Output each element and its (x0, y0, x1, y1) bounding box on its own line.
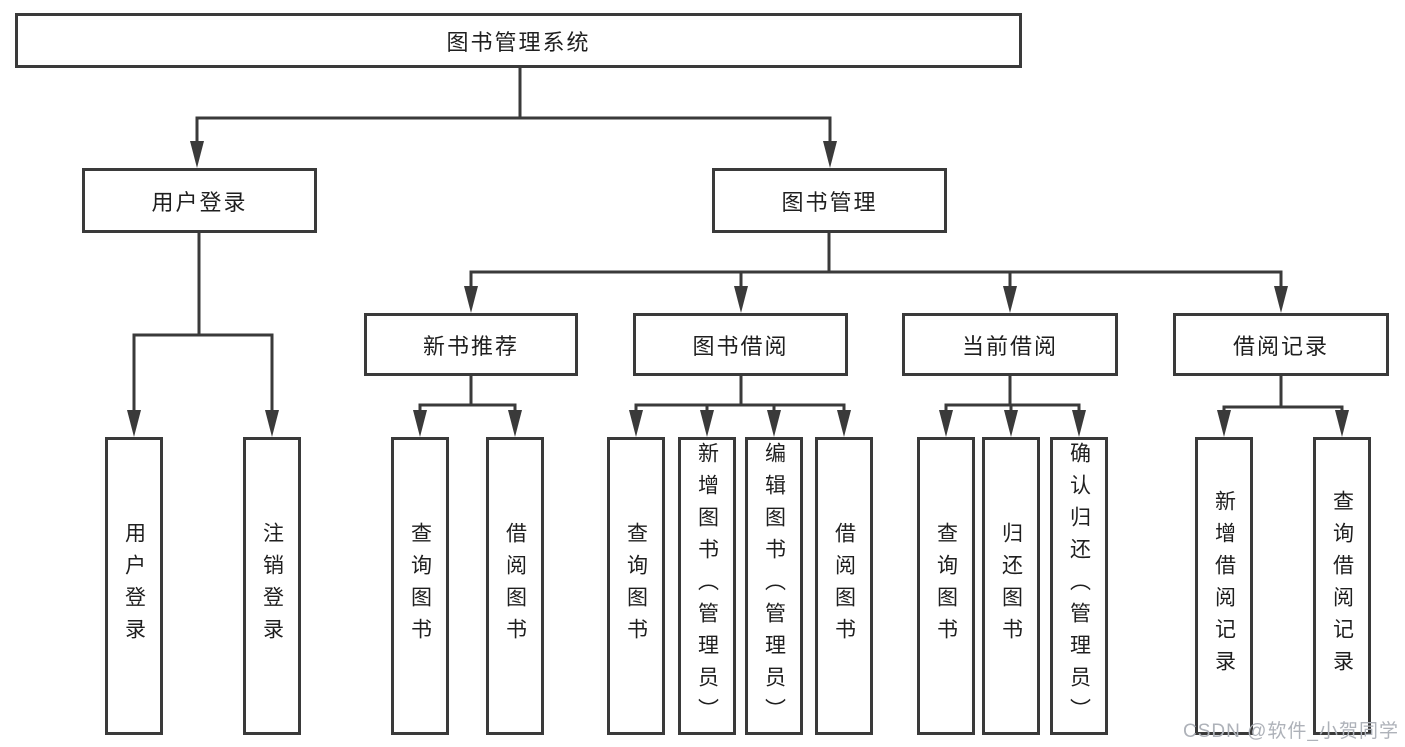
node-user-login: 用户登录 (82, 168, 317, 233)
arrow-down-icon (1335, 410, 1349, 437)
arrow-down-icon (127, 410, 141, 437)
arrow-down-icon (413, 410, 427, 437)
leaf-user-login: 用户登录 (105, 437, 163, 735)
leaf-query-borrow-record: 查询借阅记录 (1313, 437, 1371, 735)
node-label: 注销登录 (260, 522, 284, 650)
leaf-edit-book-admin: 编辑图书（管理员） (745, 437, 803, 735)
node-label: 新增借阅记录 (1212, 490, 1236, 682)
leaf-query-books-3: 查询图书 (917, 437, 975, 735)
node-book-borrow: 图书借阅 (633, 313, 848, 376)
arrow-down-icon (508, 410, 522, 437)
leaf-query-books-2: 查询图书 (607, 437, 665, 735)
arrow-down-icon (1217, 410, 1231, 437)
leaf-return-book: 归还图书 (982, 437, 1040, 735)
arrow-down-icon (767, 410, 781, 437)
node-label: 新书推荐 (422, 333, 519, 359)
node-label: 确认归还（管理员） (1067, 442, 1091, 730)
node-label: 图书管理系统 (446, 29, 591, 55)
arrow-down-icon (700, 410, 714, 437)
node-label: 借阅记录 (1232, 333, 1329, 359)
arrow-down-icon (190, 141, 204, 168)
node-label: 查询图书 (408, 522, 432, 650)
node-borrow-records: 借阅记录 (1173, 313, 1389, 376)
arrowheads (127, 141, 1349, 437)
arrow-down-icon (734, 286, 748, 313)
node-label: 当前借阅 (961, 333, 1058, 359)
arrow-down-icon (1072, 410, 1086, 437)
node-label: 图书管理 (781, 189, 878, 215)
leaf-logout: 注销登录 (243, 437, 301, 735)
node-label: 图书借阅 (692, 333, 789, 359)
arrow-down-icon (837, 410, 851, 437)
node-label: 编辑图书（管理员） (762, 442, 786, 730)
arrow-down-icon (1274, 286, 1288, 313)
node-label: 归还图书 (999, 522, 1023, 650)
node-label: 查询借阅记录 (1330, 490, 1354, 682)
node-label: 借阅图书 (503, 522, 527, 650)
node-label: 查询图书 (624, 522, 648, 650)
leaf-query-books-1: 查询图书 (391, 437, 449, 735)
node-current-borrow: 当前借阅 (902, 313, 1118, 376)
arrow-down-icon (939, 410, 953, 437)
arrow-down-icon (464, 286, 478, 313)
leaf-add-borrow-record: 新增借阅记录 (1195, 437, 1253, 735)
node-root: 图书管理系统 (15, 13, 1022, 68)
leaf-add-book-admin: 新增图书（管理员） (678, 437, 736, 735)
leaf-borrow-books-2: 借阅图书 (815, 437, 873, 735)
arrow-down-icon (823, 141, 837, 168)
watermark-text: CSDN @软件_小贺同学 (1183, 721, 1399, 742)
node-label: 用户登录 (151, 189, 248, 215)
node-label: 查询图书 (934, 522, 958, 650)
node-book-management: 图书管理 (712, 168, 947, 233)
node-label: 借阅图书 (832, 522, 856, 650)
leaf-borrow-books-1: 借阅图书 (486, 437, 544, 735)
arrow-down-icon (629, 410, 643, 437)
arrow-down-icon (265, 410, 279, 437)
node-label: 用户登录 (122, 522, 146, 650)
node-new-book-recommend: 新书推荐 (364, 313, 578, 376)
arrow-down-icon (1003, 286, 1017, 313)
arrow-down-icon (1004, 410, 1018, 437)
leaf-confirm-return-admin: 确认归还（管理员） (1050, 437, 1108, 735)
node-label: 新增图书（管理员） (695, 442, 719, 730)
